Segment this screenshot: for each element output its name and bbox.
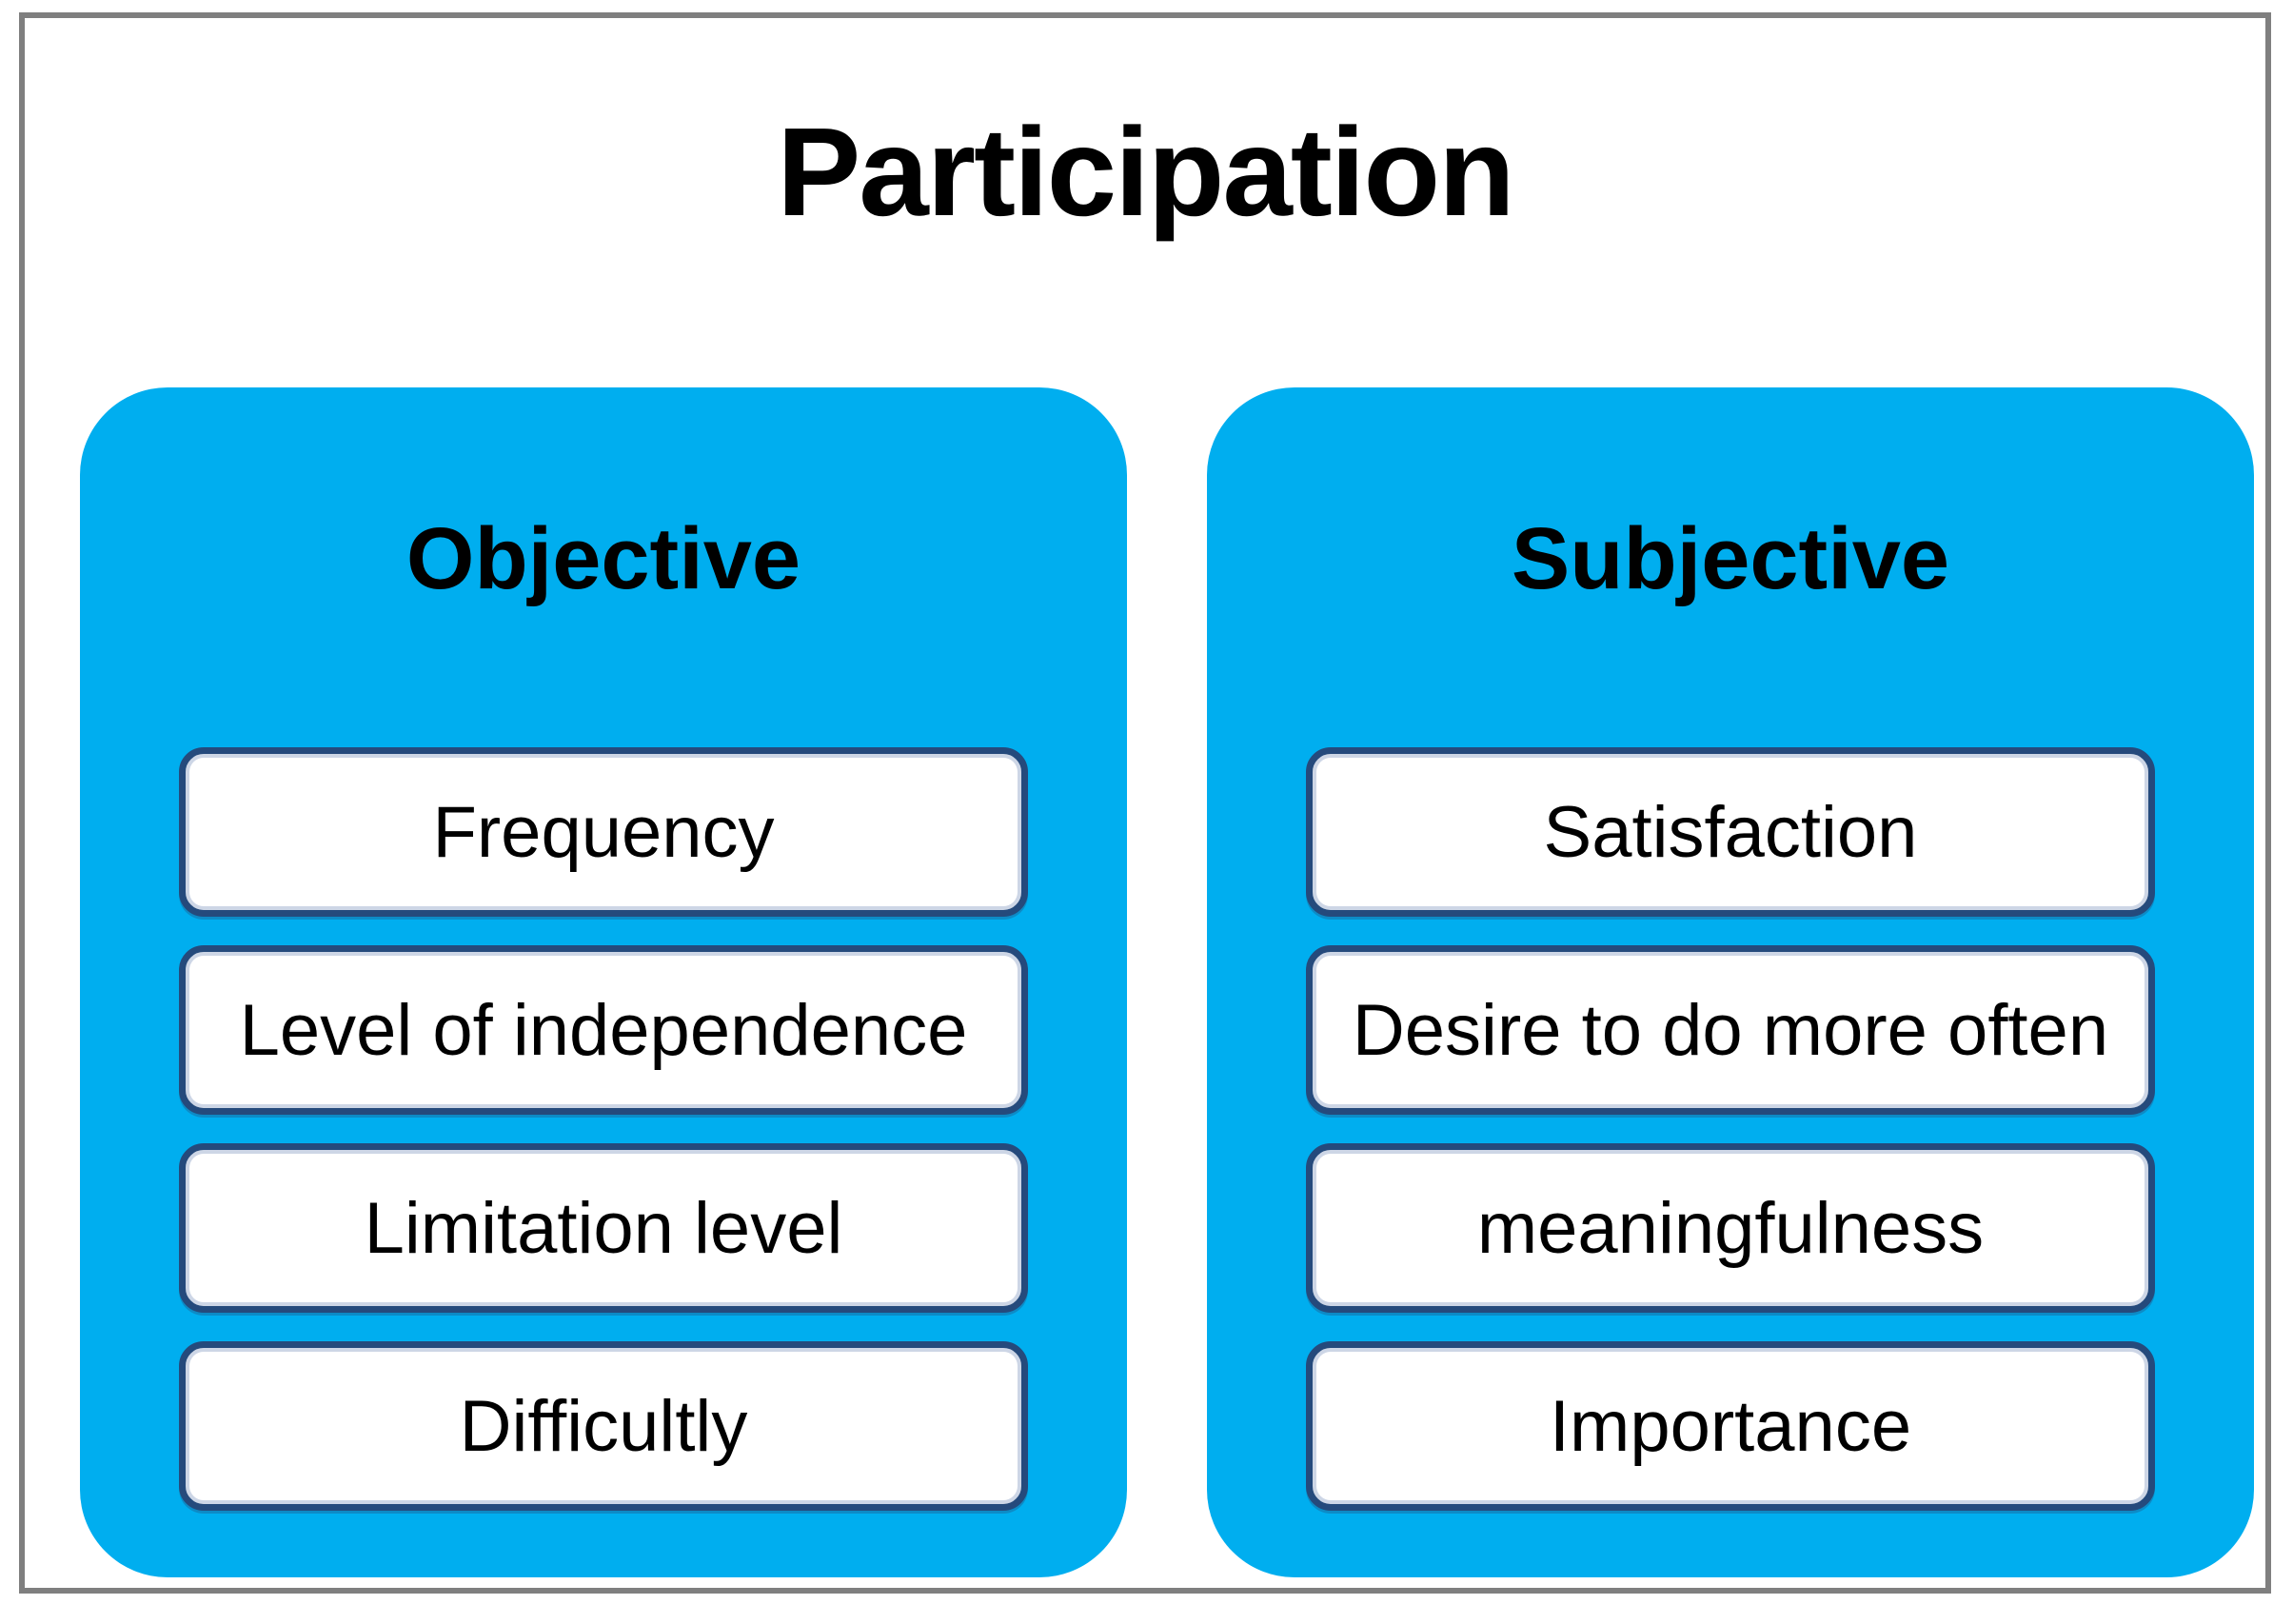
- panel-subjective: Subjective Satisfaction Desire to do mor…: [1207, 387, 2254, 1577]
- objective-items: Frequency Level of independence Limitati…: [179, 747, 1028, 1511]
- figure-title: Participation: [777, 102, 1514, 242]
- item-box-frequency: Frequency: [179, 747, 1028, 917]
- subjective-items: Satisfaction Desire to do more often mea…: [1306, 747, 2155, 1511]
- item-box-limitation-level: Limitation level: [179, 1143, 1028, 1313]
- item-box-importance: Importance: [1306, 1341, 2155, 1511]
- panel-objective: Objective Frequency Level of independenc…: [80, 387, 1127, 1577]
- item-box-desire-to-do-more-often: Desire to do more often: [1306, 945, 2155, 1115]
- panel-subjective-header: Subjective: [1511, 510, 1950, 607]
- item-box-satisfaction: Satisfaction: [1306, 747, 2155, 917]
- item-box-level-of-independence: Level of independence: [179, 945, 1028, 1115]
- figure-frame: Participation Objective Frequency Level …: [19, 12, 2271, 1594]
- item-box-difficultly: Difficultly: [179, 1341, 1028, 1511]
- panel-objective-header: Objective: [405, 510, 801, 607]
- item-box-meaningfulness: meaningfulness: [1306, 1143, 2155, 1313]
